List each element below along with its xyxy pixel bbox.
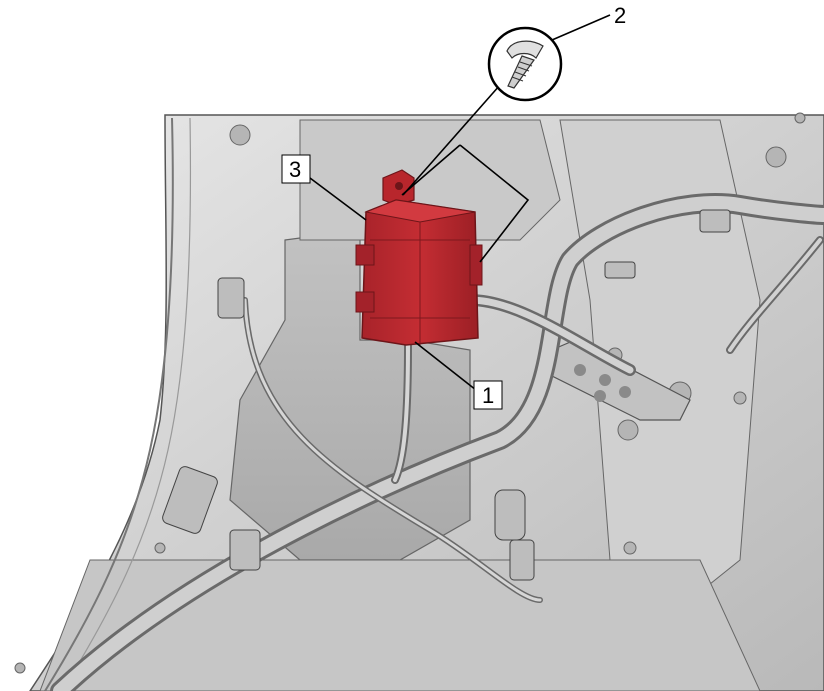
callout-2: 2 (614, 3, 626, 28)
wiring-harness (50, 193, 824, 691)
callout-2-number: 2 (614, 3, 626, 28)
fastener-detail (487, 26, 563, 102)
callout-3-number: 3 (289, 157, 301, 182)
leader-lines (309, 14, 611, 391)
callout-1-number: 1 (482, 383, 494, 408)
callout-1: 1 (473, 380, 503, 410)
harness-connectors (162, 209, 731, 581)
highlighted-module (355, 169, 483, 346)
callout-3: 3 (281, 154, 311, 184)
vehicle-body-panel (14, 112, 824, 691)
